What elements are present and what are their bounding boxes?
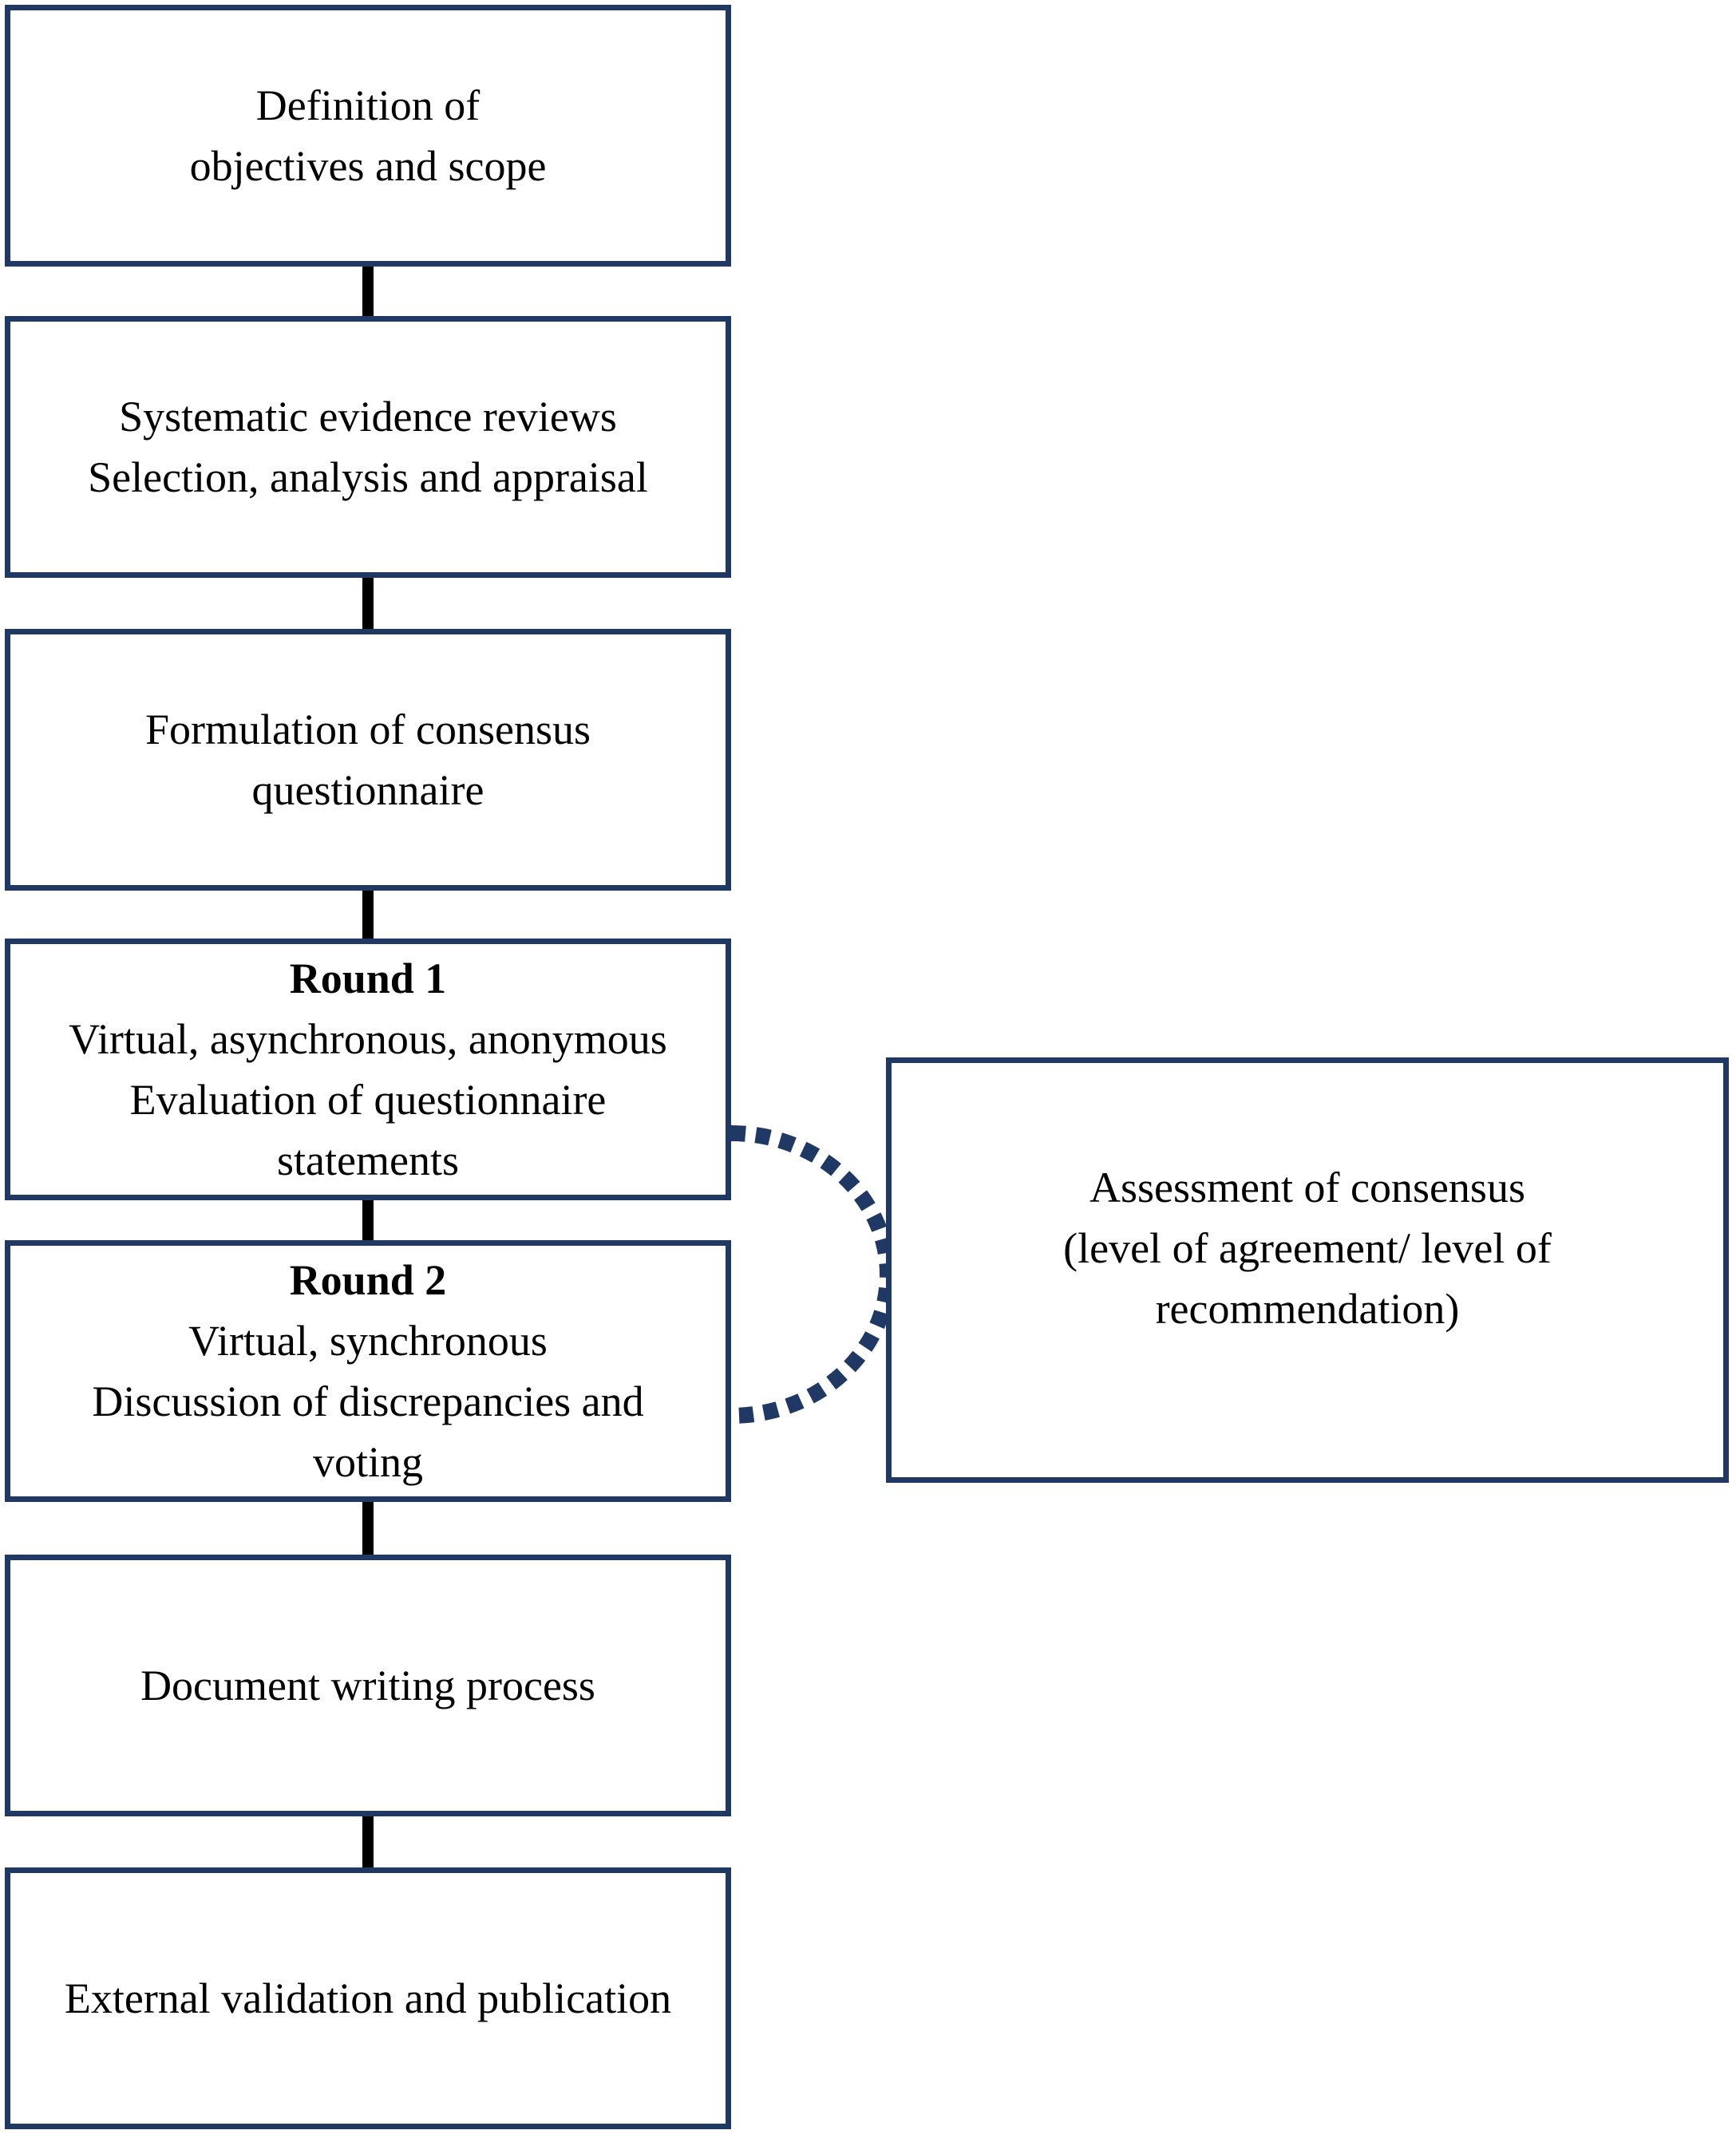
box-text-line: recommendation) bbox=[1155, 1284, 1460, 1333]
box-text-line: Formulation of consensus bbox=[145, 705, 591, 753]
box-text-line: External validation and publication bbox=[64, 1974, 672, 2022]
box-text-line: Virtual, synchronous bbox=[188, 1317, 548, 1365]
box-text: Round 2 Virtual, synchronous Discussion … bbox=[92, 1250, 643, 1492]
box-text-line: (level of agreement/ level of bbox=[1063, 1223, 1552, 1272]
connector-5 bbox=[362, 1499, 374, 1558]
connector-1 bbox=[362, 263, 374, 319]
box-text-line: Definition of bbox=[255, 81, 480, 129]
connector-3 bbox=[362, 887, 374, 942]
box-text-line: voting bbox=[312, 1438, 423, 1486]
box-text-line: Document writing process bbox=[140, 1662, 595, 1709]
box-definition-objectives: Definition of objectives and scope bbox=[5, 5, 731, 267]
box-assessment-consensus: Assessment of consensus (level of agreem… bbox=[886, 1057, 1729, 1483]
box-external-validation: External validation and publication bbox=[5, 1867, 731, 2129]
box-round-1-title: Round 1 bbox=[289, 954, 447, 1002]
box-round-2-title: Round 2 bbox=[289, 1256, 447, 1304]
box-text-line: Virtual, asynchronous, anonymous bbox=[69, 1015, 667, 1063]
box-text-line: Evaluation of questionnaire bbox=[129, 1076, 607, 1124]
connector-2 bbox=[362, 575, 374, 632]
connector-4 bbox=[362, 1197, 374, 1243]
dotted-connector-arc bbox=[730, 1125, 896, 1424]
box-systematic-evidence-reviews: Systematic evidence reviews Selection, a… bbox=[5, 316, 731, 578]
box-text-line: Discussion of discrepancies and bbox=[92, 1377, 644, 1425]
box-document-writing: Document writing process bbox=[5, 1555, 731, 1816]
box-text: Definition of objectives and scope bbox=[190, 75, 547, 196]
box-round-1: Round 1 Virtual, asynchronous, anonymous… bbox=[5, 939, 731, 1200]
box-text-line: Systematic evidence reviews bbox=[119, 393, 617, 441]
box-text: Assessment of consensus (level of agreem… bbox=[1063, 1157, 1552, 1339]
box-text: Document writing process bbox=[140, 1655, 595, 1716]
box-text-line: Assessment of consensus bbox=[1089, 1163, 1525, 1211]
box-text: Formulation of consensus questionnaire bbox=[145, 699, 591, 820]
box-formulation-questionnaire: Formulation of consensus questionnaire bbox=[5, 629, 731, 891]
box-text: Systematic evidence reviews Selection, a… bbox=[88, 386, 648, 508]
box-text: External validation and publication bbox=[65, 1968, 671, 2029]
box-round-2: Round 2 Virtual, synchronous Discussion … bbox=[5, 1240, 731, 1502]
box-text-line: questionnaire bbox=[251, 766, 484, 814]
box-text: Round 1 Virtual, asynchronous, anonymous… bbox=[69, 948, 667, 1191]
box-text-line: Selection, analysis and appraisal bbox=[88, 453, 648, 501]
box-text-line: objectives and scope bbox=[189, 142, 547, 190]
box-text-line: statements bbox=[277, 1136, 459, 1184]
connector-6 bbox=[362, 1813, 374, 1871]
